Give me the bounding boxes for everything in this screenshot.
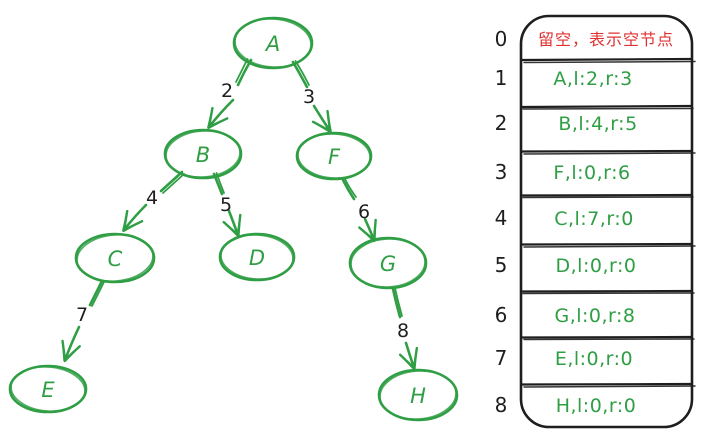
node-label-H: H <box>410 384 426 408</box>
node-D: D <box>218 232 296 282</box>
row-index-7: 7 <box>495 346 508 370</box>
edge-G-H-head <box>398 341 419 371</box>
edge-A-F-tail <box>291 60 309 89</box>
table-row-6: 6 G,l:0,r:8 <box>495 303 635 327</box>
edge-label-B-D: 5 <box>220 194 232 216</box>
edge-label-G-H: 8 <box>397 320 409 342</box>
edge-B-C-head <box>122 203 148 233</box>
edge-A-B: 2 <box>207 58 253 130</box>
edge-G-H-tail <box>391 287 402 319</box>
edge-A-F-tail2 <box>294 60 310 86</box>
edge-A-F-head <box>311 104 332 134</box>
node-B-ellipse2 <box>165 130 241 178</box>
node-B: B <box>163 128 243 180</box>
row-index-0: 0 <box>495 27 508 51</box>
node-A: A <box>232 16 314 70</box>
row-index-8: 8 <box>495 393 508 417</box>
edge-B-C-tail <box>159 170 184 193</box>
edge-F-G-tail2 <box>344 178 357 198</box>
table-row-7: 7 E,l:0,r:0 <box>495 346 633 370</box>
table-row-2: 2 B,l:4,r:5 <box>495 111 638 135</box>
node-C-ellipse <box>74 232 156 284</box>
node-E-ellipse2 <box>10 366 86 412</box>
edge-label-A-F: 3 <box>303 86 315 108</box>
node-B-ellipse <box>163 128 243 180</box>
node-D-ellipse2 <box>220 234 294 280</box>
node-C: C <box>74 232 156 284</box>
row-text-6: G,l:0,r:8 <box>554 305 635 327</box>
edge-B-C-tail2 <box>162 173 185 194</box>
edge-label-A-B: 2 <box>221 80 233 102</box>
node-label-F: F <box>328 145 341 169</box>
node-E-ellipse <box>8 364 88 414</box>
row-text-8: H,l:0,r:0 <box>556 395 637 417</box>
row-index-5: 5 <box>495 253 508 277</box>
node-label-E: E <box>41 378 55 402</box>
row-text-2: B,l:4,r:5 <box>558 113 637 135</box>
edge-label-C-E: 7 <box>76 304 88 326</box>
table-row-5: 5 D,l:0,r:0 <box>495 253 637 277</box>
row-text-3: F,l:0,r:6 <box>553 162 630 184</box>
row-text-4: C,l:7,r:0 <box>554 208 634 230</box>
row-index-1: 1 <box>495 66 508 90</box>
edge-A-F: 3 <box>291 60 332 134</box>
node-D-ellipse <box>218 232 296 282</box>
table-row-4: 4 C,l:7,r:0 <box>495 206 634 230</box>
row-text-0: 留空，表示空节点 <box>538 30 674 49</box>
node-A-ellipse2 <box>234 18 312 68</box>
row-text-5: D,l:0,r:0 <box>556 255 637 277</box>
edge-A-B-head <box>207 98 235 130</box>
edge-C-E-head <box>61 325 81 363</box>
node-G-ellipse2 <box>350 238 426 288</box>
edge-F-G: 6 <box>341 178 377 243</box>
table-row-0: 0 留空，表示空节点 <box>495 27 674 51</box>
edge-B-D: 5 <box>212 172 242 238</box>
table-row-3: 3 F,l:0,r:6 <box>495 160 630 184</box>
row-text-1: A,l:2,r:3 <box>553 68 632 90</box>
node-H-ellipse <box>377 368 459 422</box>
row-index-2: 2 <box>495 111 508 135</box>
node-H-ellipse2 <box>379 370 457 420</box>
edge-G-H-tail2 <box>394 287 403 317</box>
node-F-ellipse2 <box>297 133 371 179</box>
node-label-C: C <box>108 247 123 271</box>
node-label-G: G <box>380 252 396 276</box>
node-G-ellipse <box>348 236 428 290</box>
table-dividers <box>520 57 696 388</box>
edge-B-D-head <box>222 209 242 238</box>
edge-C-E-tail <box>88 279 104 307</box>
node-H: H <box>377 368 459 422</box>
table-row-8: 8 H,l:0,r:0 <box>495 393 637 417</box>
row-index-3: 3 <box>495 160 508 184</box>
array-table: 0 留空，表示空节点 1 A,l:2,r:3 2 B,l:4,r:5 3 F,l… <box>495 14 696 429</box>
table-row-1: 1 A,l:2,r:3 <box>495 66 633 90</box>
array-table-frame <box>519 14 694 429</box>
edge-B-C: 4 <box>122 170 185 233</box>
edge-label-B-C: 4 <box>146 187 158 209</box>
tree: 2 3 4 5 6 <box>8 16 459 422</box>
node-label-B: B <box>196 143 210 167</box>
edge-label-F-G: 6 <box>358 201 370 223</box>
node-A-ellipse <box>232 16 314 70</box>
node-label-A: A <box>264 32 280 56</box>
node-C-ellipse2 <box>76 234 154 282</box>
node-F: F <box>295 131 373 181</box>
edge-F-G-tail <box>341 178 356 201</box>
node-E: E <box>8 364 88 414</box>
edge-F-G-head <box>358 217 377 243</box>
row-index-6: 6 <box>495 303 508 327</box>
edge-G-H: 8 <box>391 287 419 371</box>
node-G: G <box>348 236 428 290</box>
row-text-7: E,l:0,r:0 <box>555 348 633 370</box>
node-F-ellipse <box>295 131 373 181</box>
edge-C-E-tail2 <box>91 281 105 307</box>
node-label-D: D <box>249 246 265 270</box>
row-index-4: 4 <box>495 206 508 230</box>
edge-C-E: 7 <box>61 279 105 363</box>
